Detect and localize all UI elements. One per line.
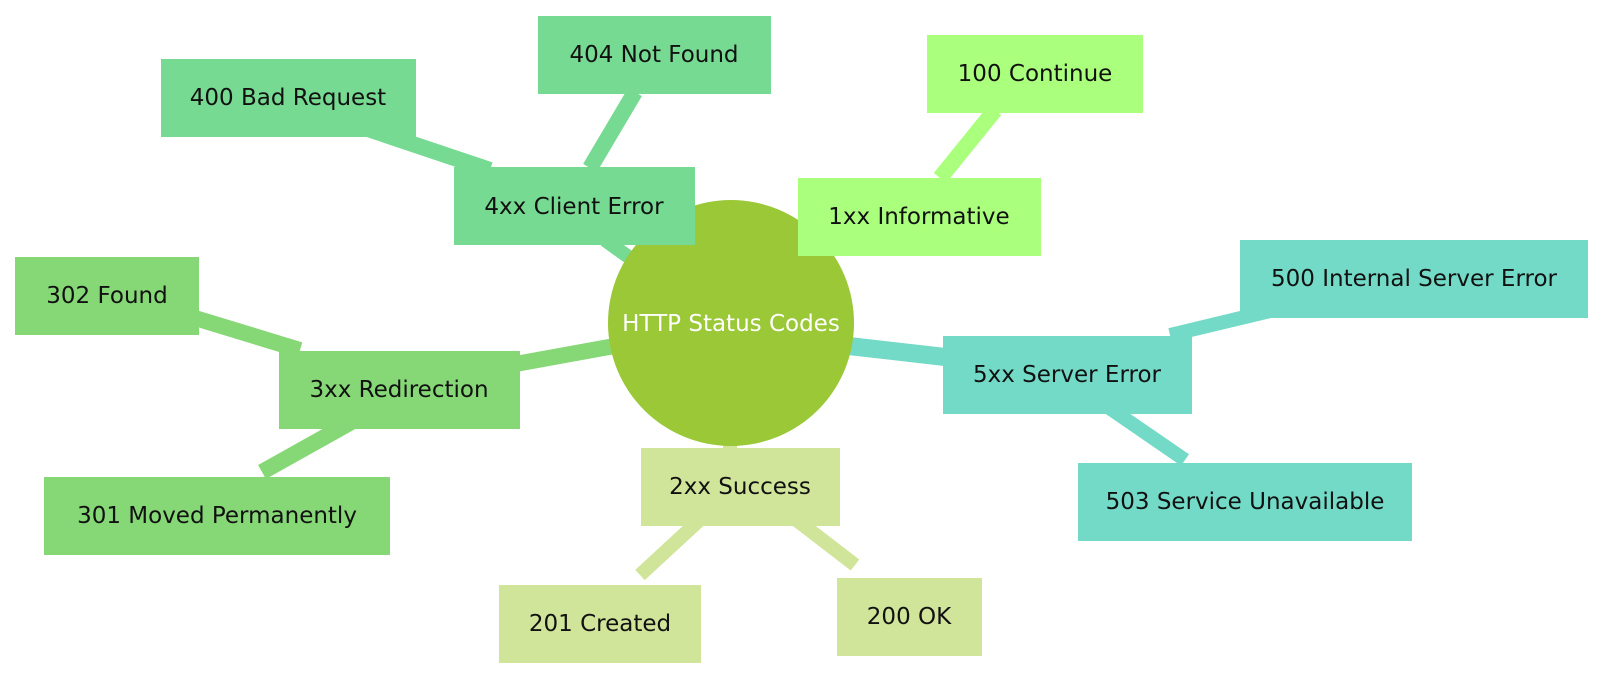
- edge-root-3xx: [508, 337, 622, 373]
- node-503-box: [1078, 463, 1412, 541]
- node-200-label: 200 OK: [867, 604, 952, 630]
- node-400-label: 400 Bad Request: [190, 85, 386, 111]
- node-1xx-box: [798, 178, 1041, 256]
- node-302-label: 302 Found: [46, 283, 167, 309]
- node-404-label: 404 Not Found: [569, 42, 738, 68]
- node-2xx-label: 2xx Success: [669, 474, 811, 500]
- node-1xx-label: 1xx Informative: [828, 204, 1009, 230]
- edge-root-5xx: [838, 336, 947, 366]
- node-3xx-label: 3xx Redirection: [309, 377, 488, 403]
- node-503-label: 503 Service Unavailable: [1106, 489, 1385, 515]
- node-2xx-box: [641, 448, 840, 526]
- node-100: 100 Continue: [927, 35, 1143, 113]
- node-404: 404 Not Found: [538, 16, 771, 94]
- node-4xx-box: [454, 167, 695, 245]
- node-3xx: 3xx Redirection: [279, 351, 520, 429]
- node-201-box: [499, 585, 701, 663]
- node-302: 302 Found: [15, 257, 199, 335]
- node-404-box: [538, 16, 771, 94]
- node-2xx: 2xx Success: [641, 448, 840, 526]
- node-400: 400 Bad Request: [161, 59, 416, 137]
- node-100-label: 100 Continue: [958, 61, 1113, 87]
- edge-5xx-503: [1101, 399, 1189, 466]
- node-5xx: 5xx Server Error: [943, 336, 1192, 414]
- edge-4xx-404: [583, 87, 642, 173]
- node-302-box: [15, 257, 199, 335]
- node-4xx: 4xx Client Error: [454, 167, 695, 245]
- node-301: 301 Moved Permanently: [44, 477, 390, 555]
- node-100-box: [927, 35, 1143, 113]
- node-5xx-box: [943, 336, 1192, 414]
- node-301-box: [44, 477, 390, 555]
- edge-3xx-302: [192, 310, 303, 358]
- node-301-label: 301 Moved Permanently: [77, 503, 357, 529]
- node-4xx-label: 4xx Client Error: [484, 194, 664, 220]
- node-1xx: 1xx Informative: [798, 178, 1041, 256]
- node-500-label: 500 Internal Server Error: [1271, 266, 1558, 292]
- node-200: 200 OK: [837, 578, 982, 656]
- node-5xx-label: 5xx Server Error: [973, 362, 1162, 388]
- node-400-box: [161, 59, 416, 137]
- node-200-box: [837, 578, 982, 656]
- root-label: HTTP Status Codes: [622, 311, 840, 337]
- node-3xx-box: [279, 351, 520, 429]
- node-500: 500 Internal Server Error: [1240, 240, 1588, 318]
- root-circle: [608, 200, 854, 446]
- node-500-box: [1240, 240, 1588, 318]
- node-503: 503 Service Unavailable: [1078, 463, 1412, 541]
- edge-1xx-100: [933, 104, 1002, 184]
- root-node: HTTP Status Codes: [608, 200, 854, 446]
- node-201-label: 201 Created: [529, 611, 671, 637]
- node-201: 201 Created: [499, 585, 701, 663]
